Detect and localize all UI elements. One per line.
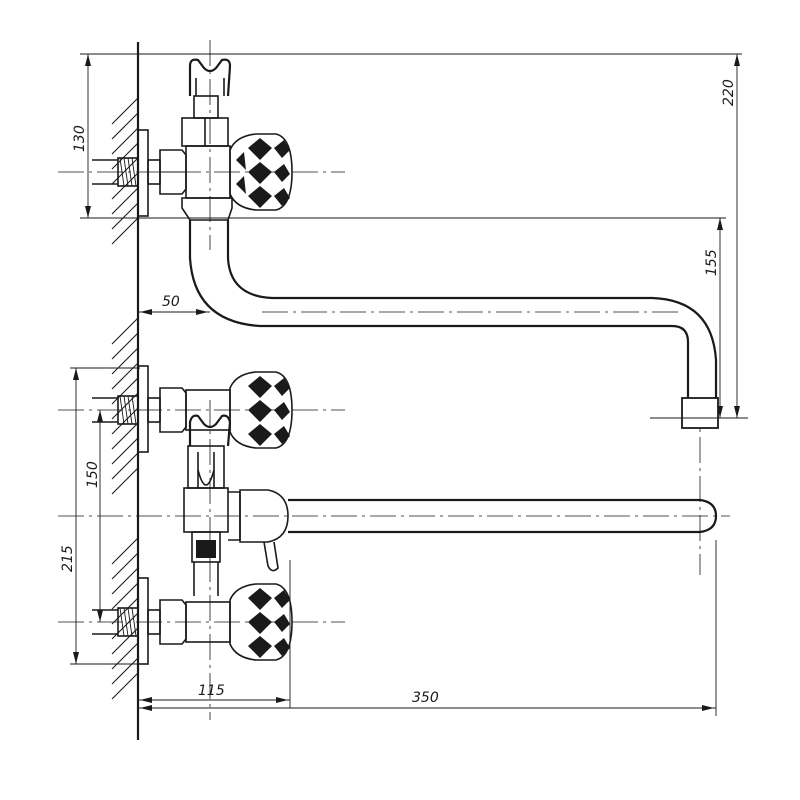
wall-hatching-middle bbox=[111, 317, 139, 495]
lower-valve-assembly bbox=[92, 577, 293, 665]
upper-valve-assembly bbox=[92, 58, 293, 221]
spout-outer bbox=[188, 220, 690, 398]
spout-aerator bbox=[681, 397, 719, 429]
bath-spout bbox=[288, 498, 718, 534]
dim-220-label: 220 bbox=[721, 79, 737, 106]
lower-handle bbox=[229, 583, 293, 661]
lower-shower-holder bbox=[188, 414, 232, 447]
dimension-labels: 130 220 155 50 150 215 115 350 bbox=[60, 79, 737, 706]
diverter-lever bbox=[263, 541, 279, 572]
upper-shower-holder bbox=[188, 58, 232, 97]
dimension-lines bbox=[70, 53, 748, 716]
diverter-thread bbox=[196, 540, 216, 558]
diverter-knob bbox=[239, 489, 289, 543]
dim-215-label: 215 bbox=[60, 545, 76, 572]
middle-flange bbox=[137, 365, 149, 453]
dim-155-label: 155 bbox=[704, 249, 720, 276]
swivel-spout bbox=[188, 220, 719, 429]
spout-inner bbox=[226, 220, 718, 398]
dim-130-label: 130 bbox=[72, 125, 88, 152]
middle-handle bbox=[229, 371, 293, 449]
dim-150-label: 150 bbox=[85, 461, 101, 488]
dim-50-label: 50 bbox=[162, 294, 180, 310]
wall-hatching-bottom bbox=[111, 537, 139, 700]
center-lines bbox=[58, 40, 730, 720]
wall-hatching-top bbox=[111, 97, 139, 245]
upper-flange bbox=[137, 129, 149, 217]
dim-350-label: 350 bbox=[412, 690, 439, 706]
dim-115-label: 115 bbox=[198, 683, 225, 699]
lower-flange bbox=[137, 577, 149, 665]
upper-handle bbox=[229, 133, 293, 211]
diverter-body bbox=[183, 445, 289, 596]
middle-valve-assembly bbox=[92, 365, 293, 453]
